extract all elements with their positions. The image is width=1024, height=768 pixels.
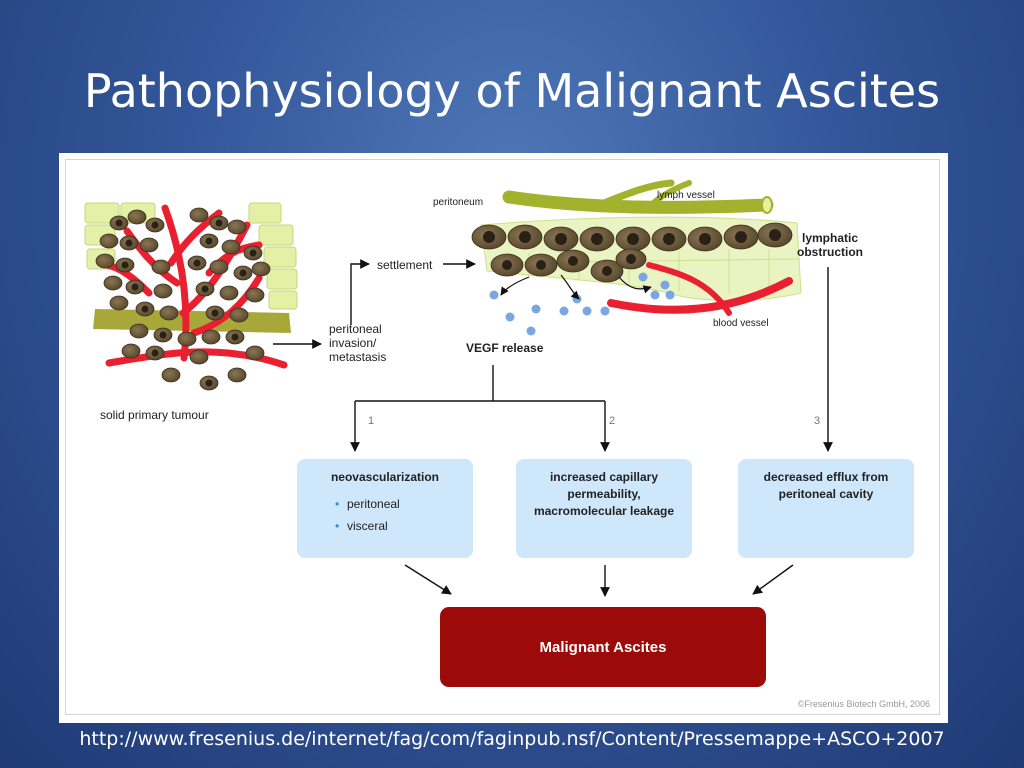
label-peritoneum: peritoneum [433, 197, 484, 208]
slide-title: Pathophysiology of Malignant Ascites [83, 64, 941, 118]
list-item: •peritoneal [335, 497, 400, 511]
label-invasion: peritoneal invasion/ metastasis [329, 322, 387, 364]
diagram-illustration [84, 179, 833, 597]
label-lymphatic-obstruction: lymphatic obstruction [797, 231, 863, 259]
peritoneum-illustration [471, 179, 802, 336]
figure-border [65, 159, 940, 715]
label-primary-tumour: solid primary tumour [100, 408, 209, 422]
label-blood-vessel: blood vessel [713, 318, 769, 329]
bullet-icon: • [335, 497, 340, 511]
tumour-illustration [84, 202, 298, 391]
box-decreased-efflux: decreased efflux from peritoneal cavity [738, 459, 914, 558]
step-number-2: 2 [609, 415, 616, 427]
box-neovascularization-title: neovascularization [330, 470, 440, 484]
label-vegf-release: VEGF release [466, 341, 544, 355]
copyright-notice: ©Fresenius Biotech GmbH, 2006 [797, 699, 930, 709]
box-permeability: increased capillary permeability, macrom… [516, 459, 692, 558]
step-number-3: 3 [814, 415, 821, 427]
label-settlement: settlement [377, 258, 433, 272]
result-malignant-ascites: Malignant Ascites [440, 607, 766, 687]
source-url[interactable]: http://www.fresenius.de/internet/fag/com… [79, 728, 945, 750]
diagram-figure: solid primary tumour peritoneal invasion… [59, 153, 948, 723]
list-item: •visceral [335, 519, 388, 533]
label-lymph-vessel: lymph vessel [657, 190, 715, 201]
flow-connectors [273, 259, 833, 597]
bullet-icon: • [335, 519, 340, 533]
step-number-1: 1 [368, 415, 375, 427]
box-neovascularization: neovascularization •peritoneal •visceral [297, 459, 473, 558]
